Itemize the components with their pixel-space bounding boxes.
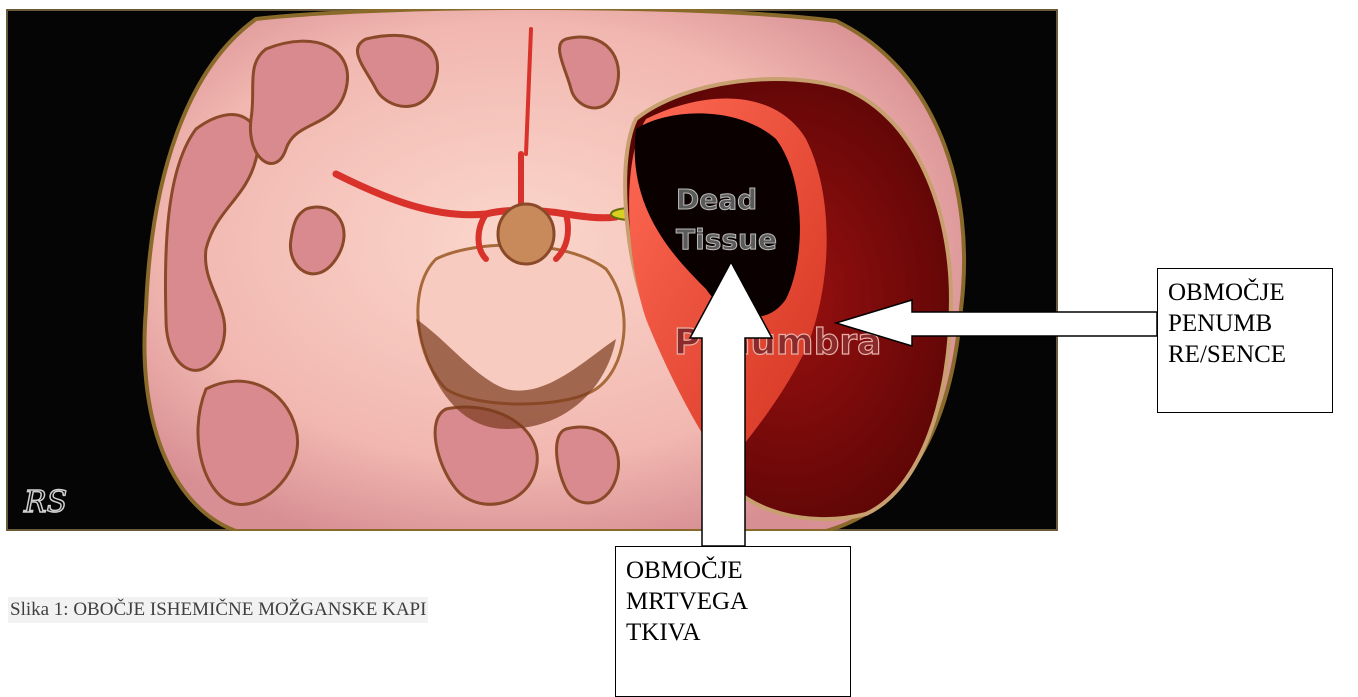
penumbra-label: Penumbra bbox=[674, 322, 881, 363]
penumbra-callout-line3: RE/SENCE bbox=[1168, 339, 1322, 370]
dead-callout-line2: MRTVEGA bbox=[626, 586, 840, 617]
dead-callout-line3: TKIVA bbox=[626, 617, 840, 648]
penumbra-callout-line1: OBMOČJE bbox=[1168, 277, 1322, 308]
brain-slice-image: Dead Tissue Penumbra RS bbox=[6, 9, 1058, 531]
dead-label-line1: Dead bbox=[676, 183, 757, 216]
figure-caption: Slika 1: OBOČJE ISHEMIČNE MOŽGANSKE KAPI bbox=[8, 597, 428, 623]
penumbra-callout-line2: PENUMB bbox=[1168, 308, 1322, 339]
penumbra-callout-box: OBMOČJE PENUMB RE/SENCE bbox=[1157, 268, 1333, 413]
signature-mark: RS bbox=[23, 485, 67, 520]
dead-tissue-callout-box: OBMOČJE MRTVEGA TKIVA bbox=[615, 546, 851, 697]
dead-label-line2: Tissue bbox=[676, 223, 777, 256]
stroke-illustration: Dead Tissue Penumbra RS bbox=[6, 9, 1058, 531]
circle-of-willis bbox=[498, 204, 554, 264]
dead-callout-line1: OBMOČJE bbox=[626, 555, 840, 586]
